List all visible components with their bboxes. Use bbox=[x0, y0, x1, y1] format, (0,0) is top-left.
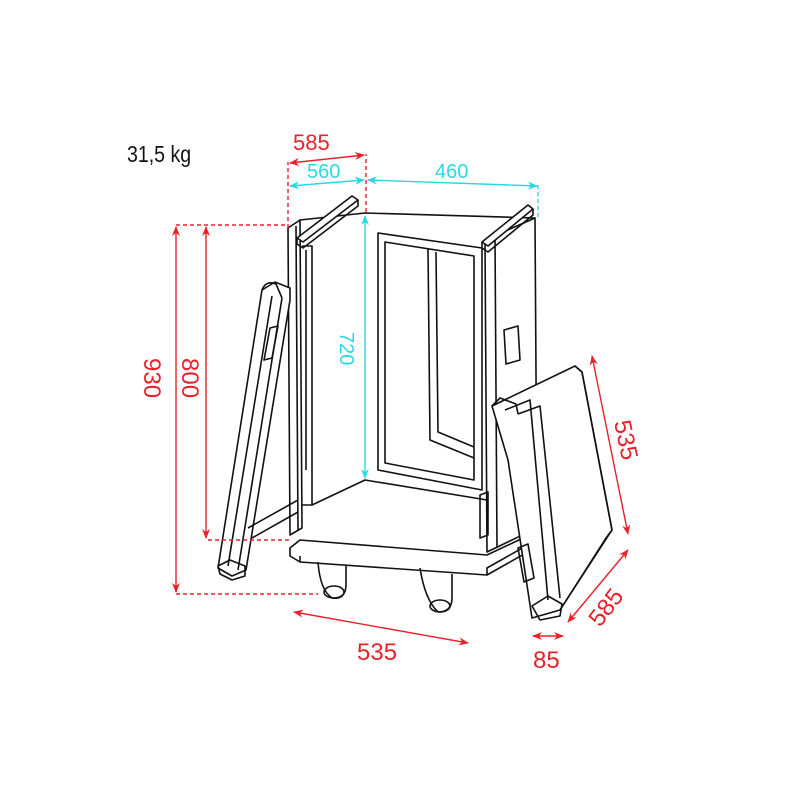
weight-label: 31,5 kg bbox=[127, 141, 192, 167]
dim-lid-depth: 85 bbox=[533, 647, 560, 674]
inner-dimensions bbox=[289, 176, 539, 479]
dim-lid-height: 535 bbox=[608, 418, 643, 463]
dim-inner-width-top: 460 bbox=[435, 161, 468, 183]
dim-inner-height: 720 bbox=[335, 332, 357, 365]
dim-outer-depth-top: 585 bbox=[293, 130, 330, 155]
dim-outer-width-bottom: 535 bbox=[357, 639, 397, 666]
dim-lid-width: 585 bbox=[583, 584, 629, 632]
dim-outer-height-total: 930 bbox=[138, 358, 165, 398]
outer-dimensions bbox=[172, 151, 631, 646]
dim-inner-depth-top: 560 bbox=[307, 161, 340, 183]
left-lid bbox=[217, 281, 299, 581]
dim-outer-height-body: 800 bbox=[176, 358, 203, 398]
